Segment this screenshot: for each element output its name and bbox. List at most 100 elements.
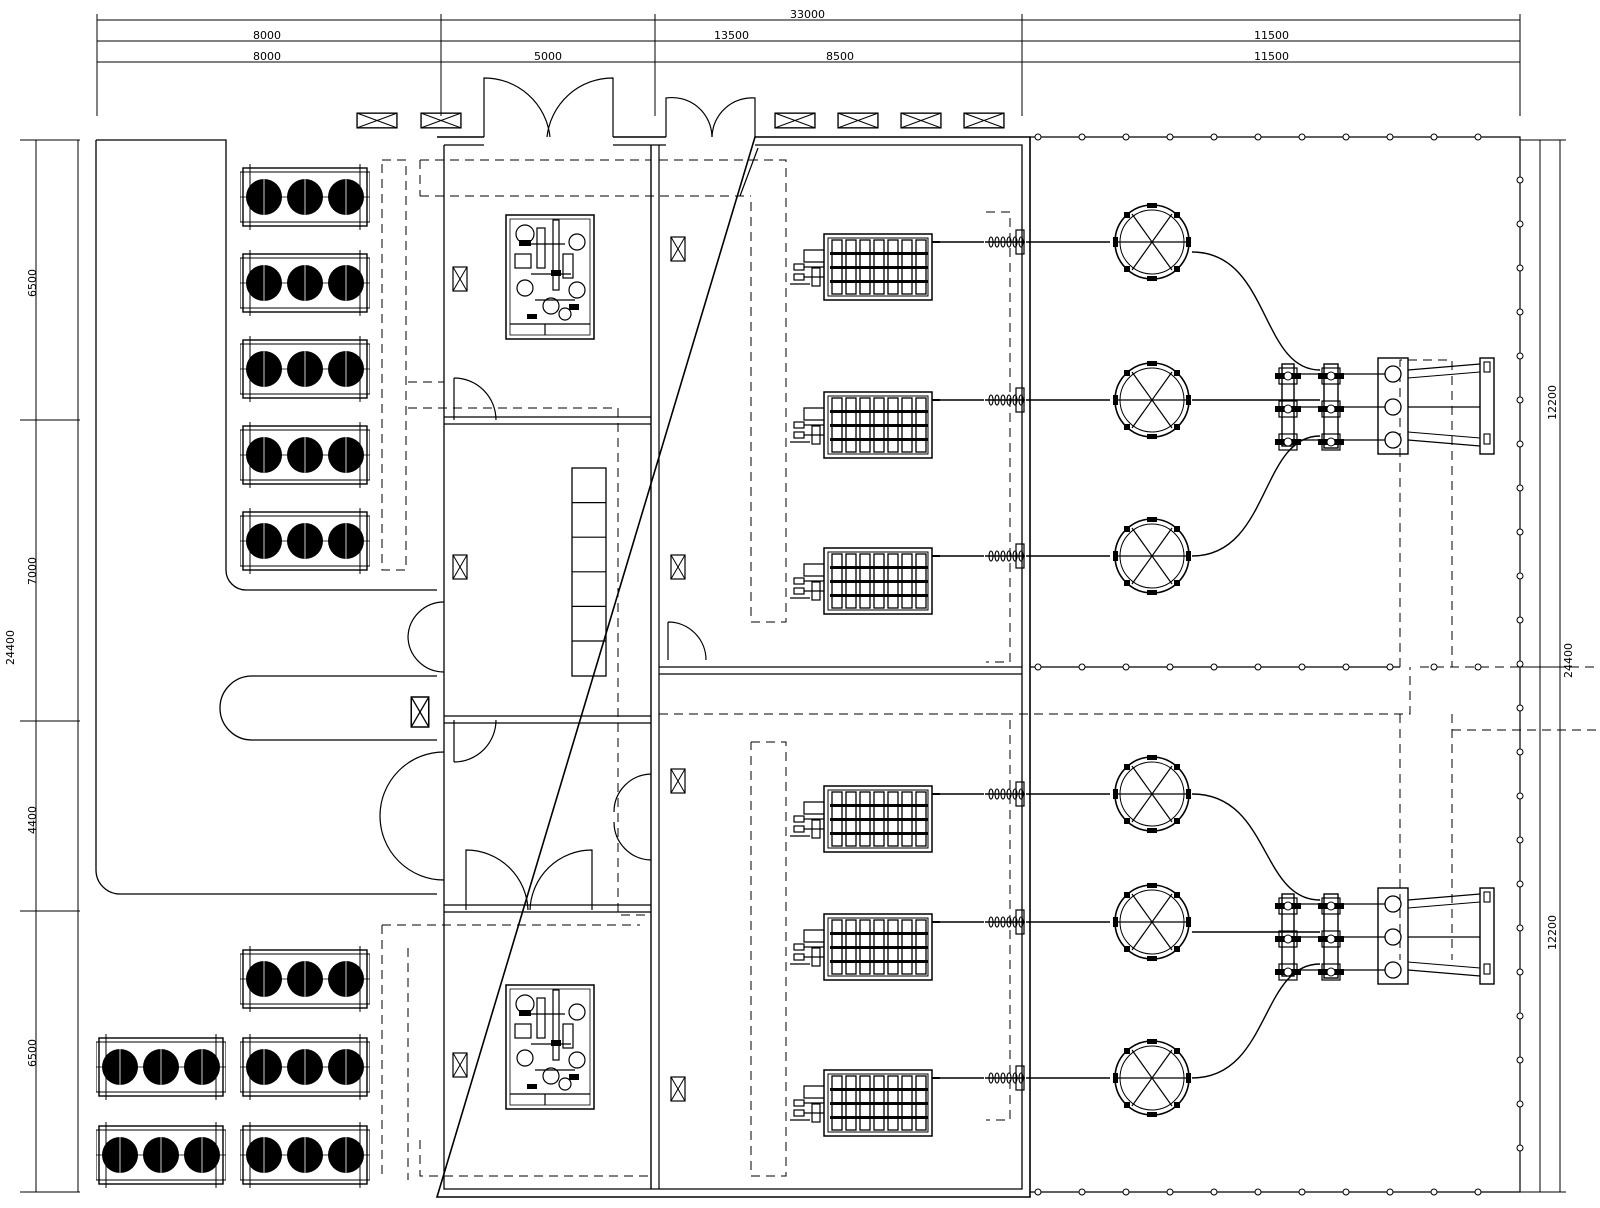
gantry — [1479, 887, 1495, 985]
radiator-fan-unit — [240, 336, 370, 402]
cable-trench — [986, 211, 1011, 663]
fence-post — [1516, 440, 1524, 448]
generator-set — [790, 1069, 940, 1137]
yard-fence — [1030, 136, 1521, 1193]
fence-post — [1254, 663, 1262, 671]
wall-horizontal — [659, 666, 1022, 675]
fence-post — [1516, 924, 1524, 932]
fence-post — [1034, 1188, 1042, 1196]
vent-marker — [670, 768, 686, 794]
bushing-insulator — [984, 394, 1026, 406]
fence-post — [1516, 880, 1524, 888]
generator-set — [790, 547, 940, 615]
radiator-fan-unit — [240, 422, 370, 488]
switchyard-top — [1275, 357, 1495, 455]
vent-marker — [452, 266, 468, 292]
door-leaf — [739, 147, 759, 197]
transformer-bushing — [1384, 928, 1402, 946]
cable-trench — [659, 667, 1453, 960]
door-arc — [465, 849, 593, 911]
cable-trench — [381, 924, 651, 1180]
fence-post — [1122, 663, 1130, 671]
reactor-coil — [1112, 202, 1192, 282]
reactor-coil — [1112, 754, 1192, 834]
fence-post — [1516, 572, 1524, 580]
fence-post — [1516, 616, 1524, 624]
vent-marker — [670, 1076, 686, 1102]
radiator-fan-unit — [240, 1122, 370, 1188]
inner-wall — [443, 144, 1023, 1190]
window-marker — [900, 112, 942, 129]
fence-post — [1386, 133, 1394, 141]
vent-marker — [410, 695, 430, 729]
door-arc — [407, 601, 445, 673]
radiator-fan-unit — [240, 946, 370, 1012]
fence-post — [1298, 663, 1306, 671]
transformer-bushing — [1384, 895, 1402, 913]
bushing-insulator — [984, 1072, 1026, 1084]
reactor-coil — [1112, 516, 1192, 596]
radiator-fan-unit — [240, 250, 370, 316]
reactor-coil — [1112, 882, 1192, 962]
wall-horizontal — [444, 904, 651, 913]
cable-trench — [419, 159, 751, 197]
reactor-coil — [1112, 1038, 1192, 1118]
fence-post — [1430, 133, 1438, 141]
gantry — [1479, 357, 1495, 455]
fence-post — [1122, 1188, 1130, 1196]
cable — [1191, 793, 1321, 901]
fence-post — [1474, 663, 1482, 671]
fence-post — [1342, 663, 1350, 671]
disconnector — [1318, 367, 1344, 385]
bushing-insulator — [984, 788, 1026, 800]
fence-post — [1166, 133, 1174, 141]
wall-bushing — [1015, 1065, 1025, 1091]
control-skid — [505, 984, 595, 1110]
paving-edge — [96, 139, 437, 591]
generator-set — [790, 233, 940, 301]
fence-post — [1474, 1188, 1482, 1196]
fence-post — [1210, 663, 1218, 671]
radiator-fan-unit — [240, 164, 370, 230]
cable-trench — [659, 159, 787, 623]
bushing-insulator — [984, 916, 1026, 928]
door-arc — [453, 719, 497, 763]
equipment-layer — [96, 164, 1495, 1188]
fence-post — [1516, 1144, 1524, 1152]
generator-set — [790, 913, 940, 981]
breaker — [1275, 433, 1301, 451]
window-marker — [963, 112, 1005, 129]
fence-post — [1166, 1188, 1174, 1196]
door-arc — [546, 77, 614, 138]
transformer-bushing — [1384, 431, 1402, 449]
gantry-detail — [1483, 891, 1491, 903]
door-arc — [711, 97, 756, 138]
fence-post — [1034, 133, 1042, 141]
wall-bushing — [1015, 543, 1025, 569]
fence-post — [1516, 352, 1524, 360]
fence-post — [1516, 748, 1524, 756]
switchyard-bottom — [1275, 887, 1495, 985]
transformer-bushing — [1384, 365, 1402, 383]
breaker — [1275, 400, 1301, 418]
fence-post — [1516, 528, 1524, 536]
transformer-bushing — [1384, 398, 1402, 416]
transformer-frame — [1377, 357, 1409, 455]
fence-post — [1254, 1188, 1262, 1196]
fence-post — [1516, 968, 1524, 976]
wall-horizontal — [444, 416, 651, 425]
radiator-fan-unit — [96, 1122, 226, 1188]
paving-edge — [95, 140, 437, 895]
radiator-fan-unit — [96, 1034, 226, 1100]
door-arc — [379, 751, 445, 881]
disconnector — [1318, 400, 1344, 418]
fence-post — [1430, 1188, 1438, 1196]
fence-post — [1516, 1100, 1524, 1108]
fence-post — [1516, 220, 1524, 228]
fence-post — [1474, 133, 1482, 141]
breaker — [1275, 930, 1301, 948]
fence-post — [1210, 133, 1218, 141]
paving-edge — [219, 675, 437, 741]
generator-set — [790, 391, 940, 459]
